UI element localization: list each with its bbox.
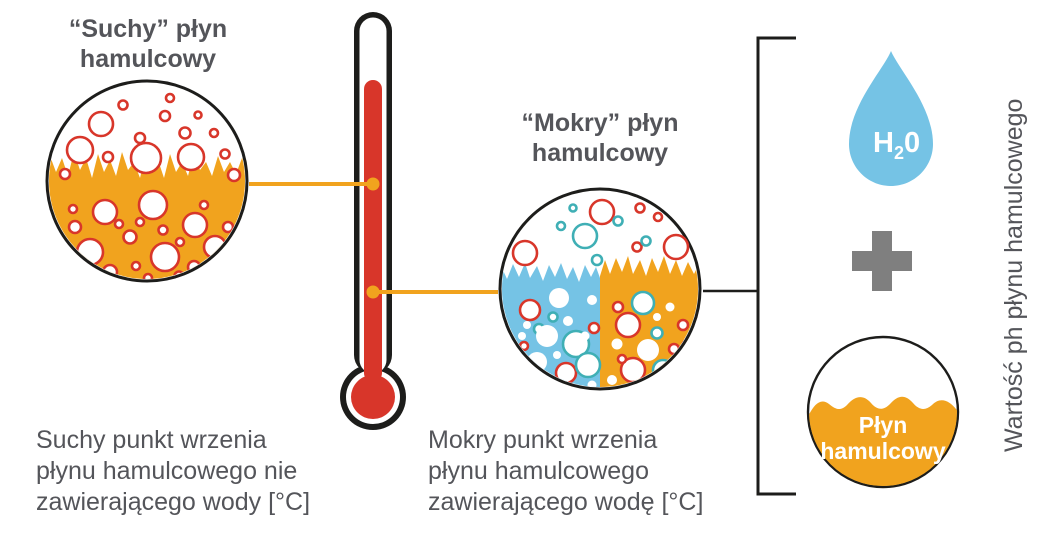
wet-fluid-circle-icon bbox=[498, 187, 702, 391]
dry-fluid-title-line1: “Suchy” płyn bbox=[68, 15, 228, 43]
brake-fluid-label-line1: Płyn bbox=[859, 412, 908, 438]
thermometer-bulb bbox=[351, 375, 395, 419]
ph-axis-label: Wartość ph płynu hamulcowego bbox=[1000, 98, 1028, 452]
wet-liquid bbox=[502, 256, 698, 387]
brake-fluid-label-line2: hamulcowy bbox=[820, 438, 945, 464]
dry-caption-line1: Suchy punkt wrzenia bbox=[36, 426, 267, 454]
wet-boiling-point-caption: Mokry punkt wrzenia płynu hamulcowego za… bbox=[428, 425, 703, 518]
wet-caption-line1: Mokry punkt wrzenia bbox=[428, 426, 658, 454]
wet-fluid-title-line1: “Mokry” płyn bbox=[521, 109, 679, 137]
wet-fluid-title: “Mokry” płyn hamulcowy bbox=[482, 108, 718, 168]
wet-caption-line3: zawierającego wodę [°C] bbox=[428, 488, 704, 516]
brake-fluid-liquid bbox=[809, 396, 957, 486]
dry-fluid-circle-icon bbox=[45, 79, 249, 283]
wet-connector-dot bbox=[366, 285, 380, 299]
dry-vapor-bubbles bbox=[58, 92, 242, 183]
dry-fluid-title-line2: hamulcowy bbox=[79, 45, 217, 73]
dry-caption-line3: zawierającego wody [°C] bbox=[36, 488, 311, 516]
wet-vapor-bubbles bbox=[511, 198, 690, 267]
brake-fluid-circle-icon: Płyn hamulcowy bbox=[806, 335, 960, 489]
thermometer-mercury bbox=[364, 80, 382, 382]
dry-connector-dot bbox=[366, 177, 380, 191]
thermometer-icon bbox=[340, 12, 406, 430]
wet-fluid-title-line2: hamulcowy bbox=[531, 139, 669, 167]
plus-icon bbox=[852, 231, 912, 291]
wet-caption-line2: płynu hamulcowego bbox=[428, 457, 649, 485]
dry-boiling-point-caption: Suchy punkt wrzenia płynu hamulcowego ni… bbox=[36, 425, 310, 518]
h2o-label: H20 bbox=[873, 127, 920, 163]
dry-caption-line2: płynu hamulcowego nie bbox=[36, 457, 298, 485]
dry-fluid-title: “Suchy” płyn hamulcowy bbox=[30, 14, 266, 74]
group-bracket bbox=[756, 36, 796, 496]
thermometer-body bbox=[340, 12, 406, 430]
water-drop-icon: H20 bbox=[849, 51, 933, 186]
